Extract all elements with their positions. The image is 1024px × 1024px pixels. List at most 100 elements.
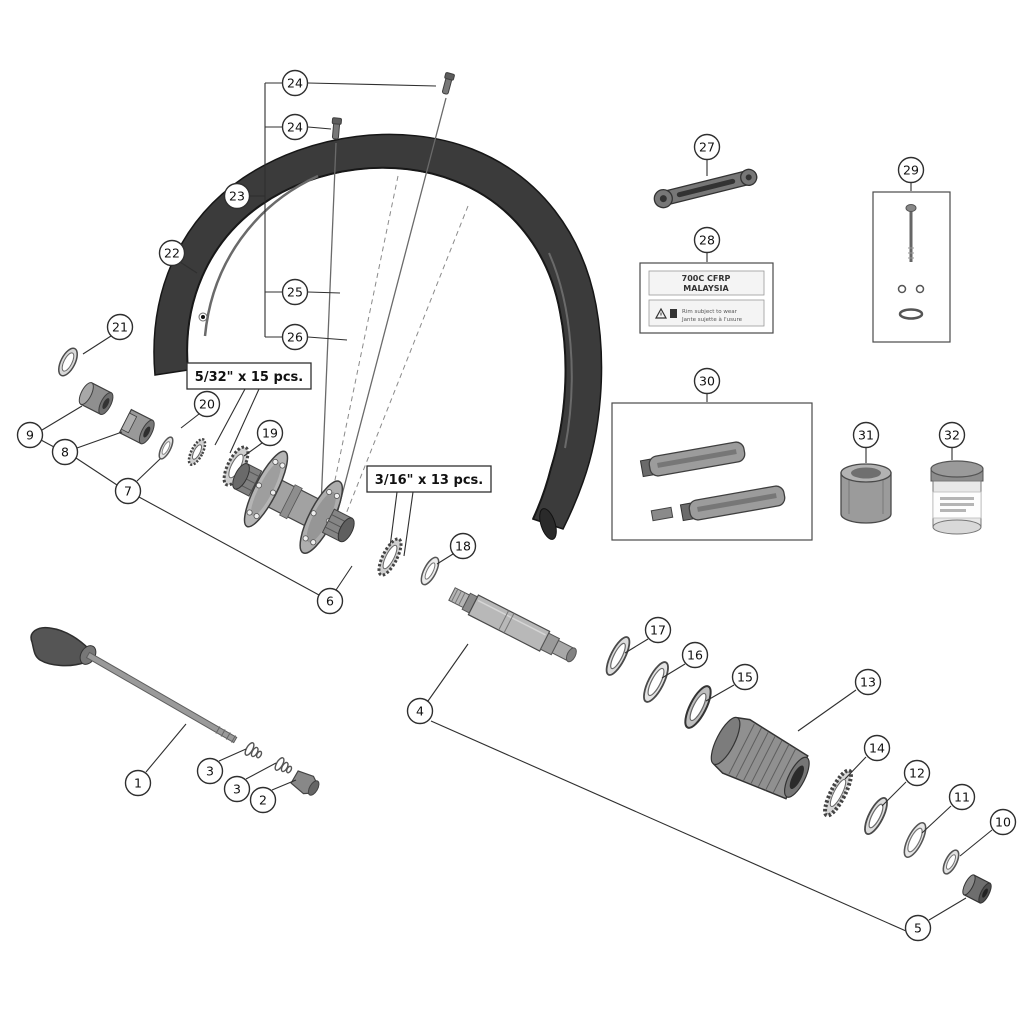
spoke-centerline: [343, 205, 469, 520]
svg-text:21: 21: [112, 320, 128, 335]
sticker-warning2: Jante sujette à l'usure: [681, 316, 743, 323]
svg-text:18: 18: [455, 539, 471, 554]
hub-axle: [448, 587, 577, 663]
rim-valve-hole: [198, 312, 208, 322]
svg-text:13: 13: [860, 675, 876, 690]
callout-10: 10: [959, 808, 1017, 857]
lock-washer: [187, 438, 207, 466]
callout-29: 29: [897, 156, 925, 191]
svg-text:26: 26: [287, 330, 303, 345]
callout-17: 17: [624, 616, 672, 654]
svg-text:3: 3: [206, 764, 214, 779]
svg-text:25: 25: [287, 285, 303, 300]
callout-26: 26: [265, 323, 348, 351]
svg-text:4: 4: [416, 704, 424, 719]
ball-retainer-right: [377, 537, 403, 577]
rim-end-section: [539, 508, 557, 540]
o-ring-large: [898, 308, 924, 320]
callout-6: 6: [316, 565, 353, 615]
svg-text:16: 16: [687, 648, 703, 663]
svg-text:6: 6: [326, 594, 334, 609]
callout-22: 22: [158, 239, 198, 274]
callout-5: 5: [904, 897, 967, 942]
callout-24: 24: [265, 113, 332, 141]
callout-8: 8: [51, 431, 123, 466]
callouts: 1233456789101112131415161718192021222324…: [16, 69, 1017, 942]
svg-text:24: 24: [287, 120, 303, 135]
callout-21: 21: [82, 313, 134, 355]
callout-28: 28: [693, 226, 721, 262]
brake-pad: [679, 485, 786, 522]
rim: [153, 133, 603, 540]
hub-flange-left: [243, 450, 289, 528]
svg-text:28: 28: [699, 233, 715, 248]
serrated-washer: [823, 768, 853, 818]
callout-13: 13: [797, 668, 882, 732]
adapter-sleeve: [840, 463, 892, 524]
skewer-rod: [85, 651, 238, 744]
svg-text:5: 5: [914, 921, 922, 936]
bearing-cup: [78, 382, 114, 416]
spoke-nipple: [441, 72, 455, 95]
callout-30: 30: [693, 367, 721, 402]
callout-14: 14: [844, 734, 891, 780]
callout-20: 20: [180, 390, 221, 429]
o-ring-small: [897, 284, 907, 294]
front-hub-body: [232, 450, 355, 554]
svg-text:31: 31: [858, 428, 874, 443]
sticker-warning1: Rim subject to wear: [682, 309, 738, 315]
bearing-count-label-right: 3/16" x 13 pcs.: [366, 465, 492, 493]
svg-text:14: 14: [869, 741, 885, 756]
svg-text:2: 2: [259, 793, 267, 808]
sticker-line2: MALAYSIA: [683, 284, 729, 293]
spokes: [320, 97, 469, 520]
brake-pads-box: [611, 402, 813, 541]
brake-pad: [639, 441, 746, 478]
callout-19: 19: [243, 419, 284, 457]
callout-11: 11: [921, 783, 976, 834]
bearing-left-text: 5/32" x 15 pcs.: [195, 370, 303, 385]
spoke-wrench: [653, 168, 758, 209]
spoke: [336, 97, 447, 515]
callout-9: 9: [16, 405, 83, 449]
callout-2: 2: [249, 779, 297, 814]
callout-3: 3: [223, 762, 277, 803]
skewer-spring: [274, 757, 293, 774]
callout-7: 7: [114, 458, 161, 505]
callout-3: 3: [196, 748, 247, 785]
spoke-nipple: [331, 117, 342, 140]
callout-4: 4: [406, 643, 907, 932]
svg-text:20: 20: [199, 397, 215, 412]
small-seal-ring: [942, 849, 960, 875]
rim-sticker-box: 700C CFRP MALAYSIA Rim subject to wear J…: [639, 262, 774, 334]
svg-text:8: 8: [61, 445, 69, 460]
svg-text:15: 15: [737, 670, 753, 685]
quick-release-assembly: [30, 626, 320, 796]
callout-23: 23: [223, 182, 265, 210]
svg-text:30: 30: [699, 374, 715, 389]
callout-31: 31: [852, 421, 880, 463]
spoke-centerline: [328, 175, 399, 510]
spacer-ring: [864, 796, 888, 836]
svg-text:17: 17: [650, 623, 666, 638]
svg-text:11: 11: [954, 790, 970, 805]
warning-triangle-icon: [654, 307, 668, 319]
svg-text:10: 10: [995, 815, 1011, 830]
svg-text:7: 7: [124, 484, 132, 499]
svg-text:29: 29: [903, 163, 919, 178]
manual-icon: [670, 309, 677, 318]
svg-text:32: 32: [944, 428, 960, 443]
freehub-body: [710, 716, 810, 800]
spacer-ring: [643, 661, 669, 703]
sticker-line1: 700C CFRP: [682, 274, 731, 283]
seal-ring: [684, 685, 712, 729]
callout-1: 1: [124, 723, 187, 797]
callout-16: 16: [661, 641, 709, 679]
callout-18: 18: [436, 532, 477, 565]
hub-flange-right: [299, 480, 344, 554]
svg-text:24: 24: [287, 76, 303, 91]
callout-32: 32: [938, 421, 966, 460]
pad-clip: [650, 506, 674, 522]
